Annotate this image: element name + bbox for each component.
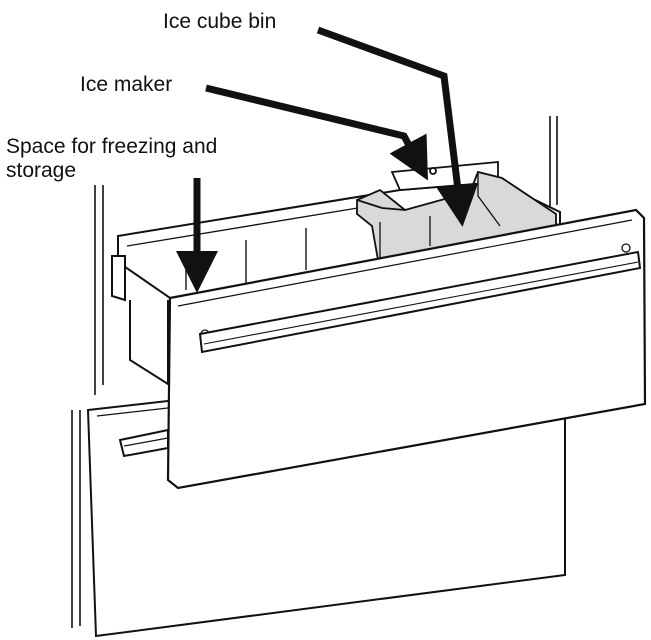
label-space-for-freezing: Space for freezing and storage bbox=[6, 135, 217, 183]
label-space-line1: Space for freezing and bbox=[6, 135, 218, 158]
label-space-line2: storage bbox=[6, 159, 77, 182]
upper-drawer-handle bbox=[198, 250, 642, 354]
arrow-ice-maker bbox=[205, 84, 428, 181]
label-ice-cube-bin: Ice cube bin bbox=[163, 10, 277, 33]
cabinet-side-lines bbox=[71, 116, 558, 628]
callout-arrows bbox=[176, 26, 479, 293]
arrow-ice-cube-bin bbox=[316, 26, 479, 227]
label-ice-maker: Ice maker bbox=[80, 73, 173, 96]
